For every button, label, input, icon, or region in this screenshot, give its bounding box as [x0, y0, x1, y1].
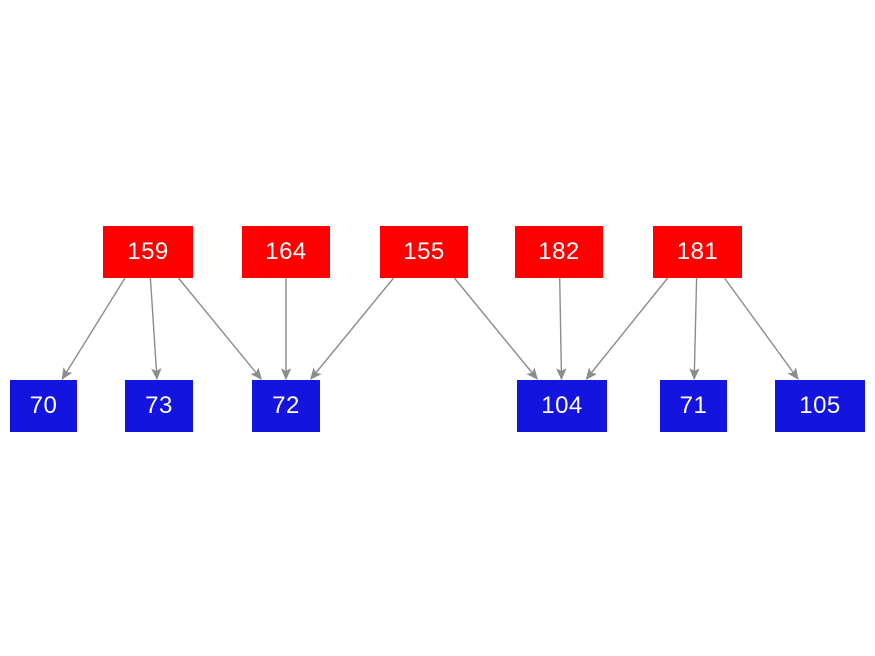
- edge-155-72: [310, 277, 395, 380]
- edge-159-73: [149, 277, 162, 381]
- node-155: 155: [380, 226, 468, 278]
- edge-159-70: [61, 277, 126, 381]
- node-72: 72: [252, 380, 320, 432]
- node-73: 73: [125, 380, 193, 432]
- node-label: 159: [127, 238, 169, 265]
- node-label: 104: [541, 392, 583, 419]
- node-182: 182: [515, 226, 603, 278]
- node-104: 104: [517, 380, 607, 432]
- node-label: 73: [145, 392, 173, 419]
- edge-181-71: [689, 277, 700, 381]
- node-159: 159: [103, 226, 193, 278]
- node-label: 72: [272, 392, 300, 419]
- node-105: 105: [775, 380, 865, 432]
- node-label: 182: [538, 238, 580, 265]
- edge-181-104: [585, 277, 669, 380]
- edge-155-104: [453, 277, 538, 380]
- node-71: 71: [660, 380, 727, 432]
- node-70: 70: [10, 380, 77, 432]
- node-164: 164: [242, 226, 330, 278]
- node-label: 70: [29, 392, 58, 419]
- node-181: 181: [653, 226, 742, 278]
- node-label: 155: [403, 238, 445, 265]
- edge-159-72: [177, 277, 262, 380]
- node-label: 105: [799, 392, 841, 419]
- node-label: 71: [679, 392, 708, 419]
- edge-182-104: [556, 277, 567, 381]
- edge-181-105: [723, 277, 799, 380]
- node-label: 164: [265, 238, 307, 265]
- node-label: 181: [676, 238, 719, 265]
